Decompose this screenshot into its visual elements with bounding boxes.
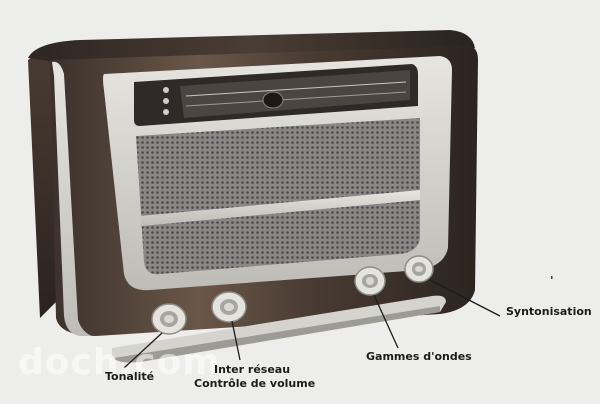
leader-gammes [373,294,399,349]
leader-tonalite [123,332,163,369]
cabinet-base-shadow [114,306,440,363]
label-syntonisation: Syntonisation [506,305,592,318]
dial-scale-line [185,91,407,107]
cabinet-edge-trim [52,61,92,336]
dial-center-emblem [262,91,284,109]
label-controle-volume: Contrôle de volume [194,377,316,390]
label-tonalite: Tonalité [105,370,155,383]
leader-volume [231,320,241,361]
speaker-grille [136,118,420,275]
dial-scale [180,70,410,118]
knob-tonalite [151,303,187,335]
page-mark [551,276,553,279]
knob-syntonisation [404,255,434,283]
grille-bar [140,190,420,226]
cabinet-side [28,44,58,318]
knob-gammes [354,266,386,296]
leader-syntonisation [429,279,501,317]
dial-scale-line [185,81,407,97]
knob-volume [211,291,247,323]
band-indicators [163,87,169,115]
label-gammes-ondes: Gammes d'ondes [366,350,472,363]
label-inter-reseau: Inter réseau [214,363,291,376]
cabinet-top [28,30,475,64]
watermark: doch.com [18,342,221,383]
